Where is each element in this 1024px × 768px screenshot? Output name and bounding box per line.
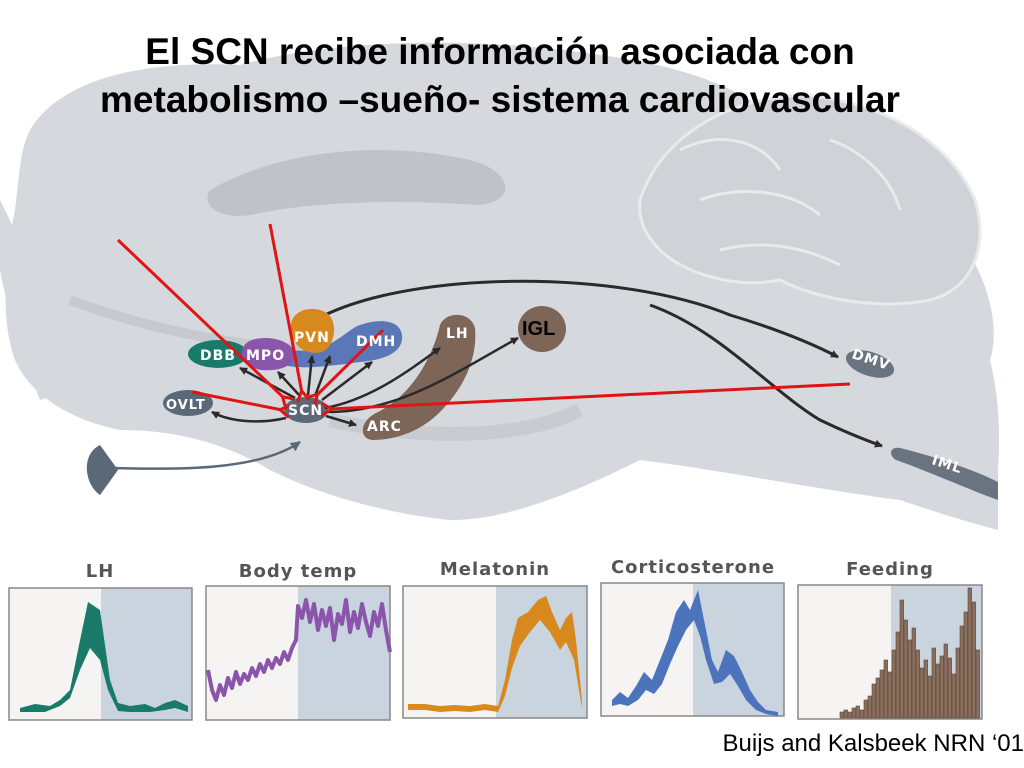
- page-title: El SCN recibe información asociada con m…: [0, 28, 1000, 124]
- label-mpo: MPO: [246, 348, 285, 364]
- panel-feeding-histogram: [839, 587, 980, 719]
- scn-to-dmh-arrow: [321, 361, 373, 401]
- red-arrow-from-dmh: [316, 328, 385, 396]
- dbb-shape: [188, 340, 248, 368]
- igl-shape: [518, 306, 566, 352]
- pvn-to-iml-arrow: [649, 303, 883, 448]
- label-scn: SCN: [288, 403, 323, 419]
- panel-corticosterone-label: Corticosterone: [611, 557, 775, 578]
- panel-feeding: Feeding: [797, 559, 983, 720]
- mpo-shape: [241, 337, 295, 371]
- label-dmh: DMH: [356, 334, 396, 350]
- panel-body-temp-trace: [206, 598, 392, 702]
- red-arrow-from-upper-left: [116, 238, 284, 398]
- pvn-to-dmv-arrow: [324, 279, 839, 359]
- panel-feeding-frame: [797, 584, 983, 720]
- title-line-1: El SCN recibe información asociada con: [145, 31, 855, 72]
- red-arrow-from-top: [268, 223, 302, 393]
- scn-to-arc-arrow: [325, 414, 357, 427]
- panel-melatonin-day: [403, 586, 496, 718]
- label-ovlt: OVLT: [166, 398, 206, 413]
- panel-lh-label: LH: [86, 561, 115, 582]
- panel-body-temp: Body temp: [205, 561, 392, 721]
- title-line-2: metabolismo –sueño- sistema cardiovascul…: [100, 79, 900, 120]
- scn-to-pvn-arrow-2: [313, 355, 332, 397]
- eye-icon: [86, 445, 118, 495]
- label-dbb: DBB: [200, 348, 236, 364]
- panel-corticosterone-trace: [612, 590, 778, 716]
- panel-corticosterone: Corticosterone: [600, 557, 785, 717]
- panel-melatonin-frame: [402, 585, 588, 719]
- label-arc: ARC: [367, 419, 402, 435]
- scn-to-igl-arrow: [327, 336, 519, 414]
- output-pathways: [114, 279, 883, 471]
- scn-to-ovlt-arrow: [211, 410, 287, 423]
- panel-corticosterone-day: [601, 583, 693, 716]
- panel-body-temp-frame: [205, 585, 391, 721]
- label-igl: IGL: [522, 318, 555, 340]
- label-lh: LH: [446, 326, 469, 342]
- brain-nuclei: [163, 306, 998, 500]
- lh-shape: [362, 314, 476, 440]
- pvn-shape: [290, 308, 335, 353]
- citation-credit: Buijs and Kalsbeek NRN ‘01: [722, 730, 1024, 757]
- ovlt-shape: [163, 390, 213, 416]
- red-arrow-from-ovlt: [191, 390, 282, 410]
- iml-shape: [891, 447, 998, 500]
- panel-lh-trace: [20, 602, 188, 712]
- panel-feeding-label: Feeding: [846, 559, 934, 580]
- panel-corticosterone-frame: [600, 582, 785, 717]
- brain-silhouette: [0, 42, 1000, 530]
- red-arrow-from-right: [330, 382, 851, 409]
- panel-lh-frame: [8, 587, 193, 721]
- panel-body-temp-label: Body temp: [239, 561, 357, 582]
- label-pvn: PVN: [294, 330, 330, 346]
- input-arrows: [116, 223, 851, 410]
- rhythm-panels: LH Body temp Melatonin Corticosterone: [8, 557, 983, 721]
- panel-melatonin: Melatonin: [402, 559, 588, 719]
- panel-lh: LH: [8, 561, 193, 721]
- retina-to-scn-arrow: [114, 440, 301, 471]
- dmv-shape: [845, 350, 895, 378]
- panel-melatonin-label: Melatonin: [440, 559, 550, 580]
- scn-to-lh-arrow: [324, 346, 441, 410]
